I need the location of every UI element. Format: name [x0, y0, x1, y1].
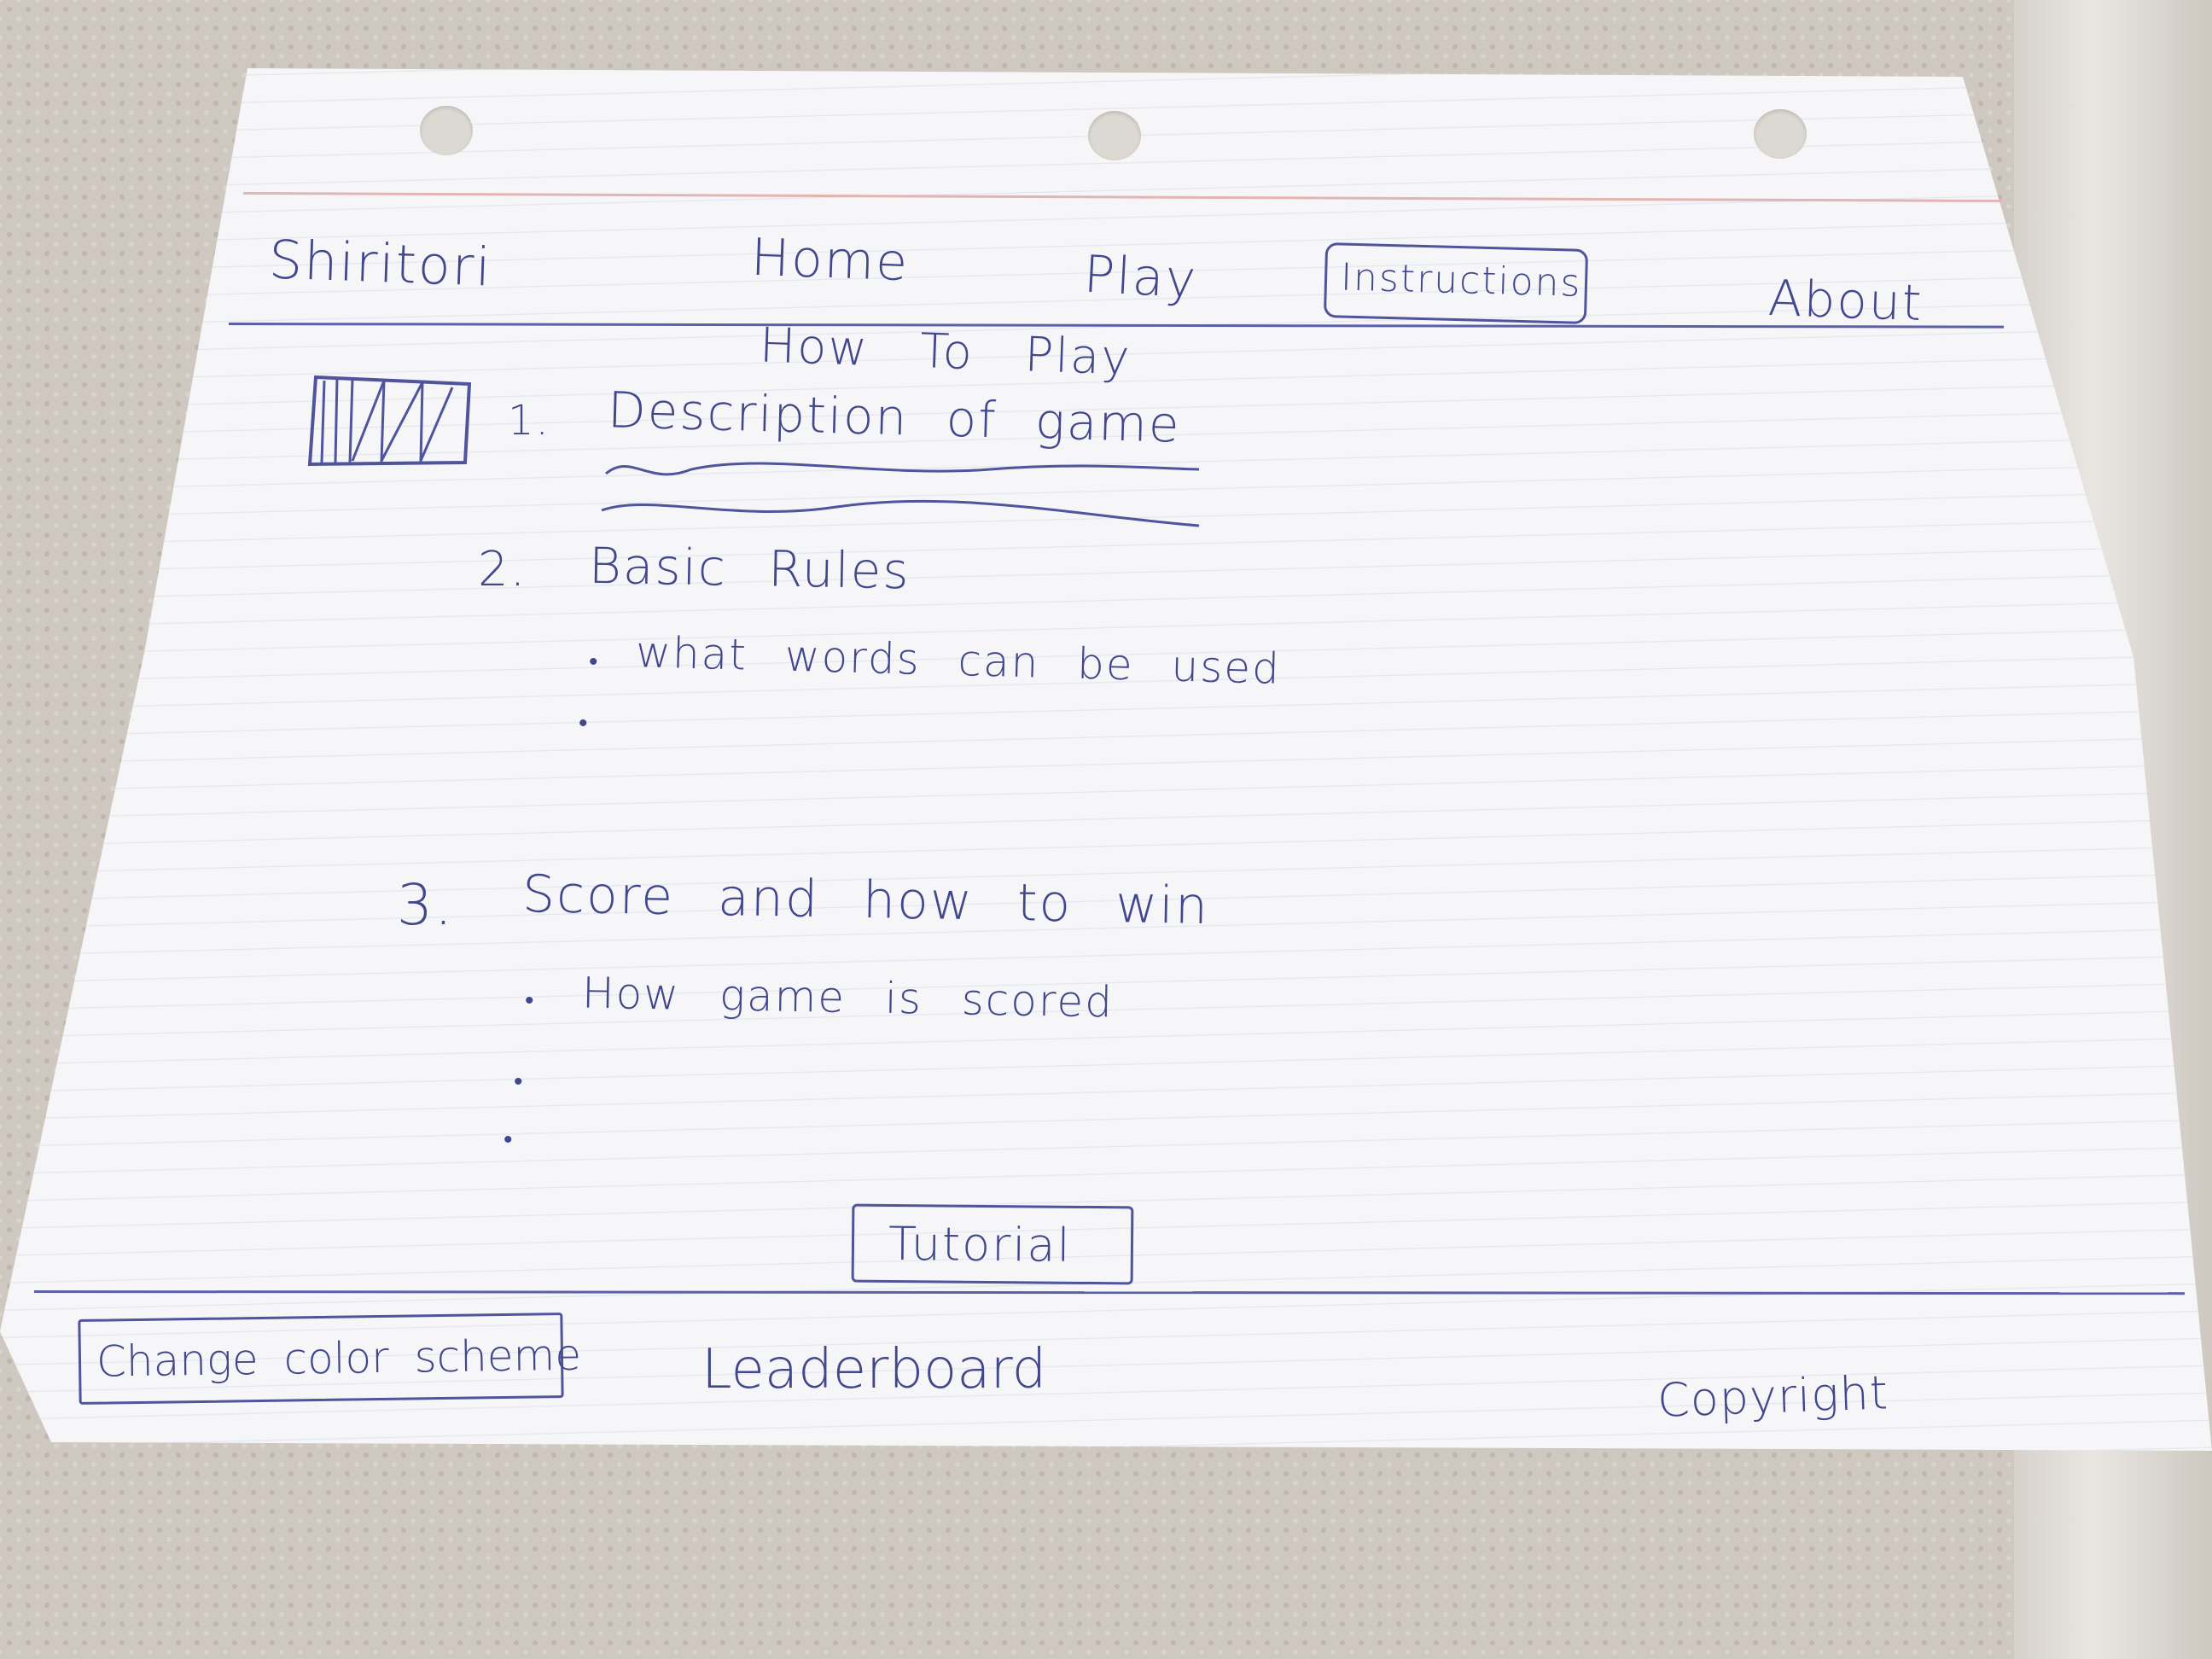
nav-home[interactable]: Home: [749, 227, 911, 294]
section-3-title: Score and how to win: [521, 864, 1210, 937]
logo-text[interactable]: Shiritori: [267, 228, 493, 299]
bullet-icon: •: [589, 647, 600, 677]
section-2-number: 2.: [478, 542, 527, 597]
change-color-scheme-label: Change color scheme: [96, 1330, 582, 1387]
change-color-scheme-button[interactable]: Change color scheme: [78, 1313, 581, 1405]
bullet-icon: •: [514, 1067, 525, 1097]
tutorial-button-label: Tutorial: [888, 1216, 1072, 1272]
section-2-title: Basic Rules: [588, 536, 911, 601]
bullet-icon: •: [504, 1125, 515, 1155]
section-3-number: 3.: [397, 872, 454, 938]
bullet-icon: •: [579, 708, 590, 738]
nav-about[interactable]: About: [1767, 268, 1924, 333]
copyright-text: Copyright: [1656, 1365, 1890, 1428]
tutorial-button[interactable]: Tutorial: [851, 1203, 1134, 1285]
section-1-number: 1.: [508, 397, 550, 445]
nav-instructions-label: Instructions: [1340, 255, 1583, 306]
leaderboard-link[interactable]: Leaderboard: [701, 1338, 1047, 1401]
description-placeholder-lines: [601, 462, 1200, 527]
nav-play[interactable]: Play: [1082, 244, 1199, 311]
punch-hole: [1754, 109, 1807, 159]
nav-instructions-active[interactable]: Instructions: [1323, 242, 1589, 325]
bullet-icon: •: [525, 986, 536, 1016]
section-3-bullet-1: How game is scored: [581, 968, 1115, 1027]
punch-hole: [1088, 111, 1141, 160]
image-placeholder-icon: [307, 375, 472, 467]
punch-hole: [420, 106, 473, 155]
